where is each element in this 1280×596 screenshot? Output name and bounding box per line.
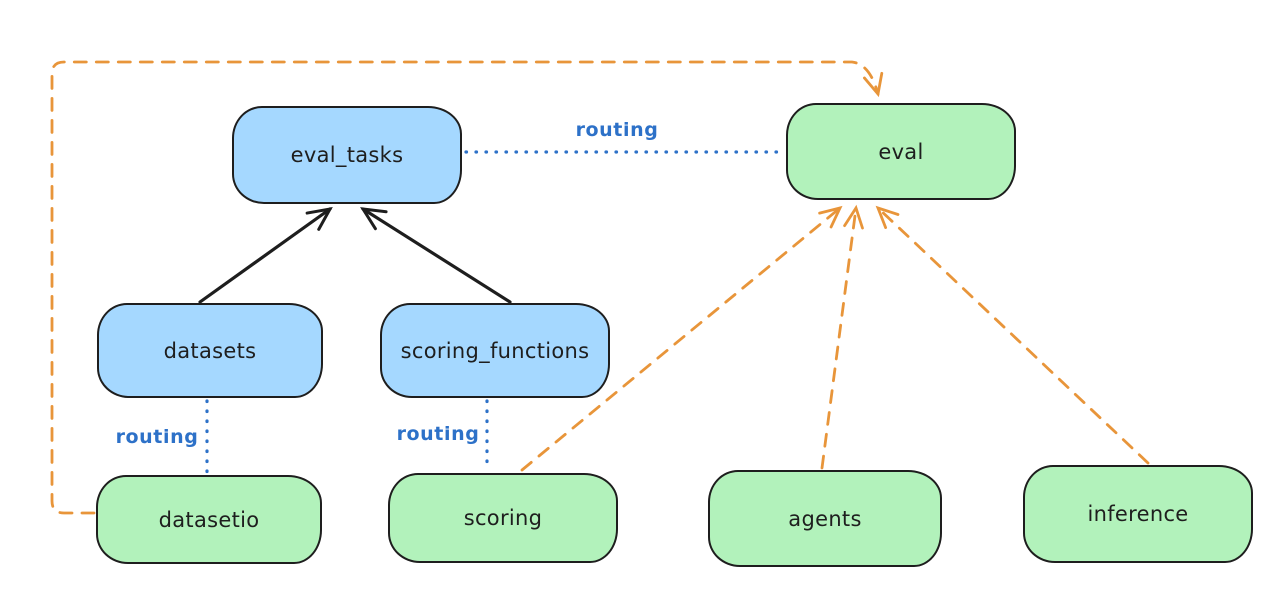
edge-label-routing-eval-tasks-eval: routing — [575, 119, 659, 141]
node-agents: agents — [708, 470, 942, 567]
edge-scoring-to-eval — [520, 205, 843, 472]
edge-label-routing-datasets-datasetio: routing — [115, 426, 199, 448]
node-scoring: scoring — [388, 473, 618, 563]
node-datasetio: datasetio — [96, 475, 322, 564]
node-datasets: datasets — [97, 303, 323, 398]
edge-agents-to-eval — [820, 204, 864, 470]
edge-datasetio-to-eval-loop — [50, 60, 884, 515]
edge-inference-to-eval — [875, 205, 1150, 465]
edge-label-routing-scoring-functions-scoring: routing — [396, 423, 480, 445]
edge-scoring-functions-to-eval-tasks — [360, 207, 512, 304]
node-eval-tasks: eval_tasks — [232, 106, 462, 204]
node-eval: eval — [786, 103, 1016, 200]
node-inference: inference — [1023, 465, 1253, 563]
edge-datasets-to-eval-tasks — [198, 206, 333, 304]
node-scoring-functions: scoring_functions — [380, 303, 610, 398]
